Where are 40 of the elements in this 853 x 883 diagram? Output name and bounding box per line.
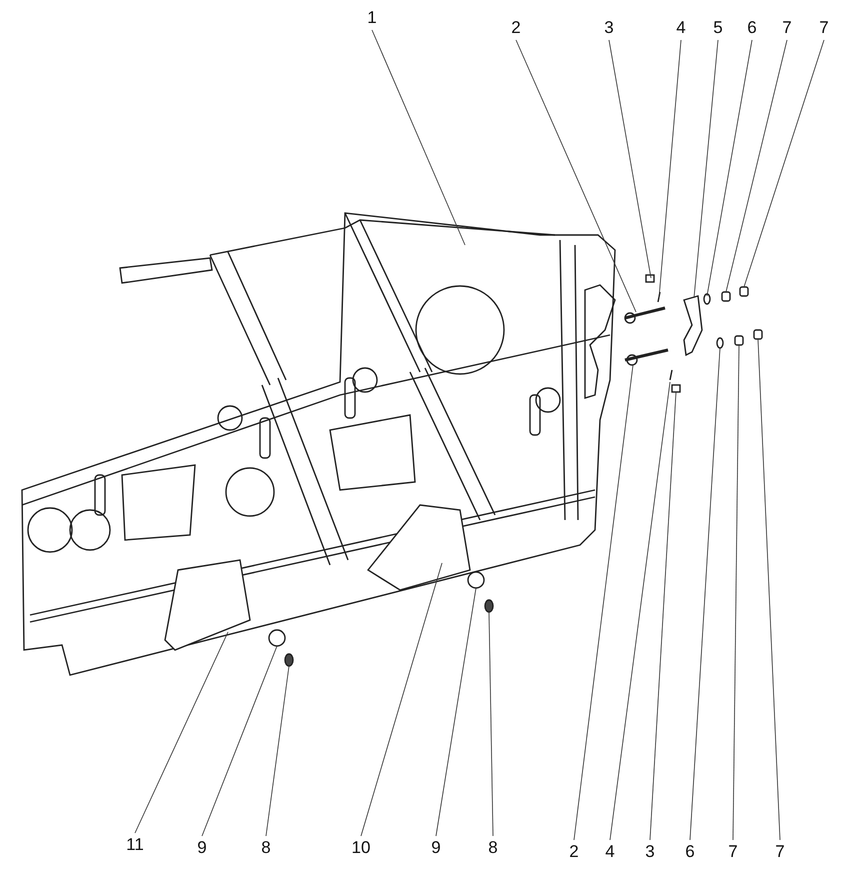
leader-line [694,40,718,298]
callout-number: 8 [479,838,507,858]
leader-line [650,392,676,840]
callout-number: 5 [704,18,732,38]
leader-line [372,30,466,246]
leader-line [134,632,228,834]
leader-line [744,40,824,288]
leader-line [726,40,788,292]
leader-line [610,382,670,840]
leader-line [202,646,278,836]
callout-number: 1 [358,8,386,28]
callout-number: 10 [347,838,375,858]
leader-line [608,40,652,278]
leader-line [706,40,752,296]
callout-number: 9 [188,838,216,858]
leader-line [658,40,682,298]
callout-number: 11 [121,835,149,855]
leader-line [732,344,740,840]
callout-number: 3 [636,842,664,862]
leader-line [266,666,290,836]
callout-number: 2 [502,18,530,38]
callout-number: 9 [422,838,450,858]
callout-number: 7 [719,842,747,862]
callout-number: 6 [738,18,766,38]
callout-number: 4 [596,842,624,862]
callout-number: 2 [560,842,588,862]
callout-number: 3 [595,18,623,38]
callout-number: 6 [676,842,704,862]
leader-line [436,588,476,836]
leader-line [488,612,494,836]
callout-number: 7 [810,18,838,38]
leader-line [690,348,720,840]
leader-line [516,40,636,312]
callout-number: 7 [766,842,794,862]
leader-line [758,338,780,840]
callout-number: 7 [773,18,801,38]
leader-line [574,364,634,840]
leader-line [360,562,442,836]
callout-number: 4 [667,18,695,38]
callout-number: 8 [252,838,280,858]
